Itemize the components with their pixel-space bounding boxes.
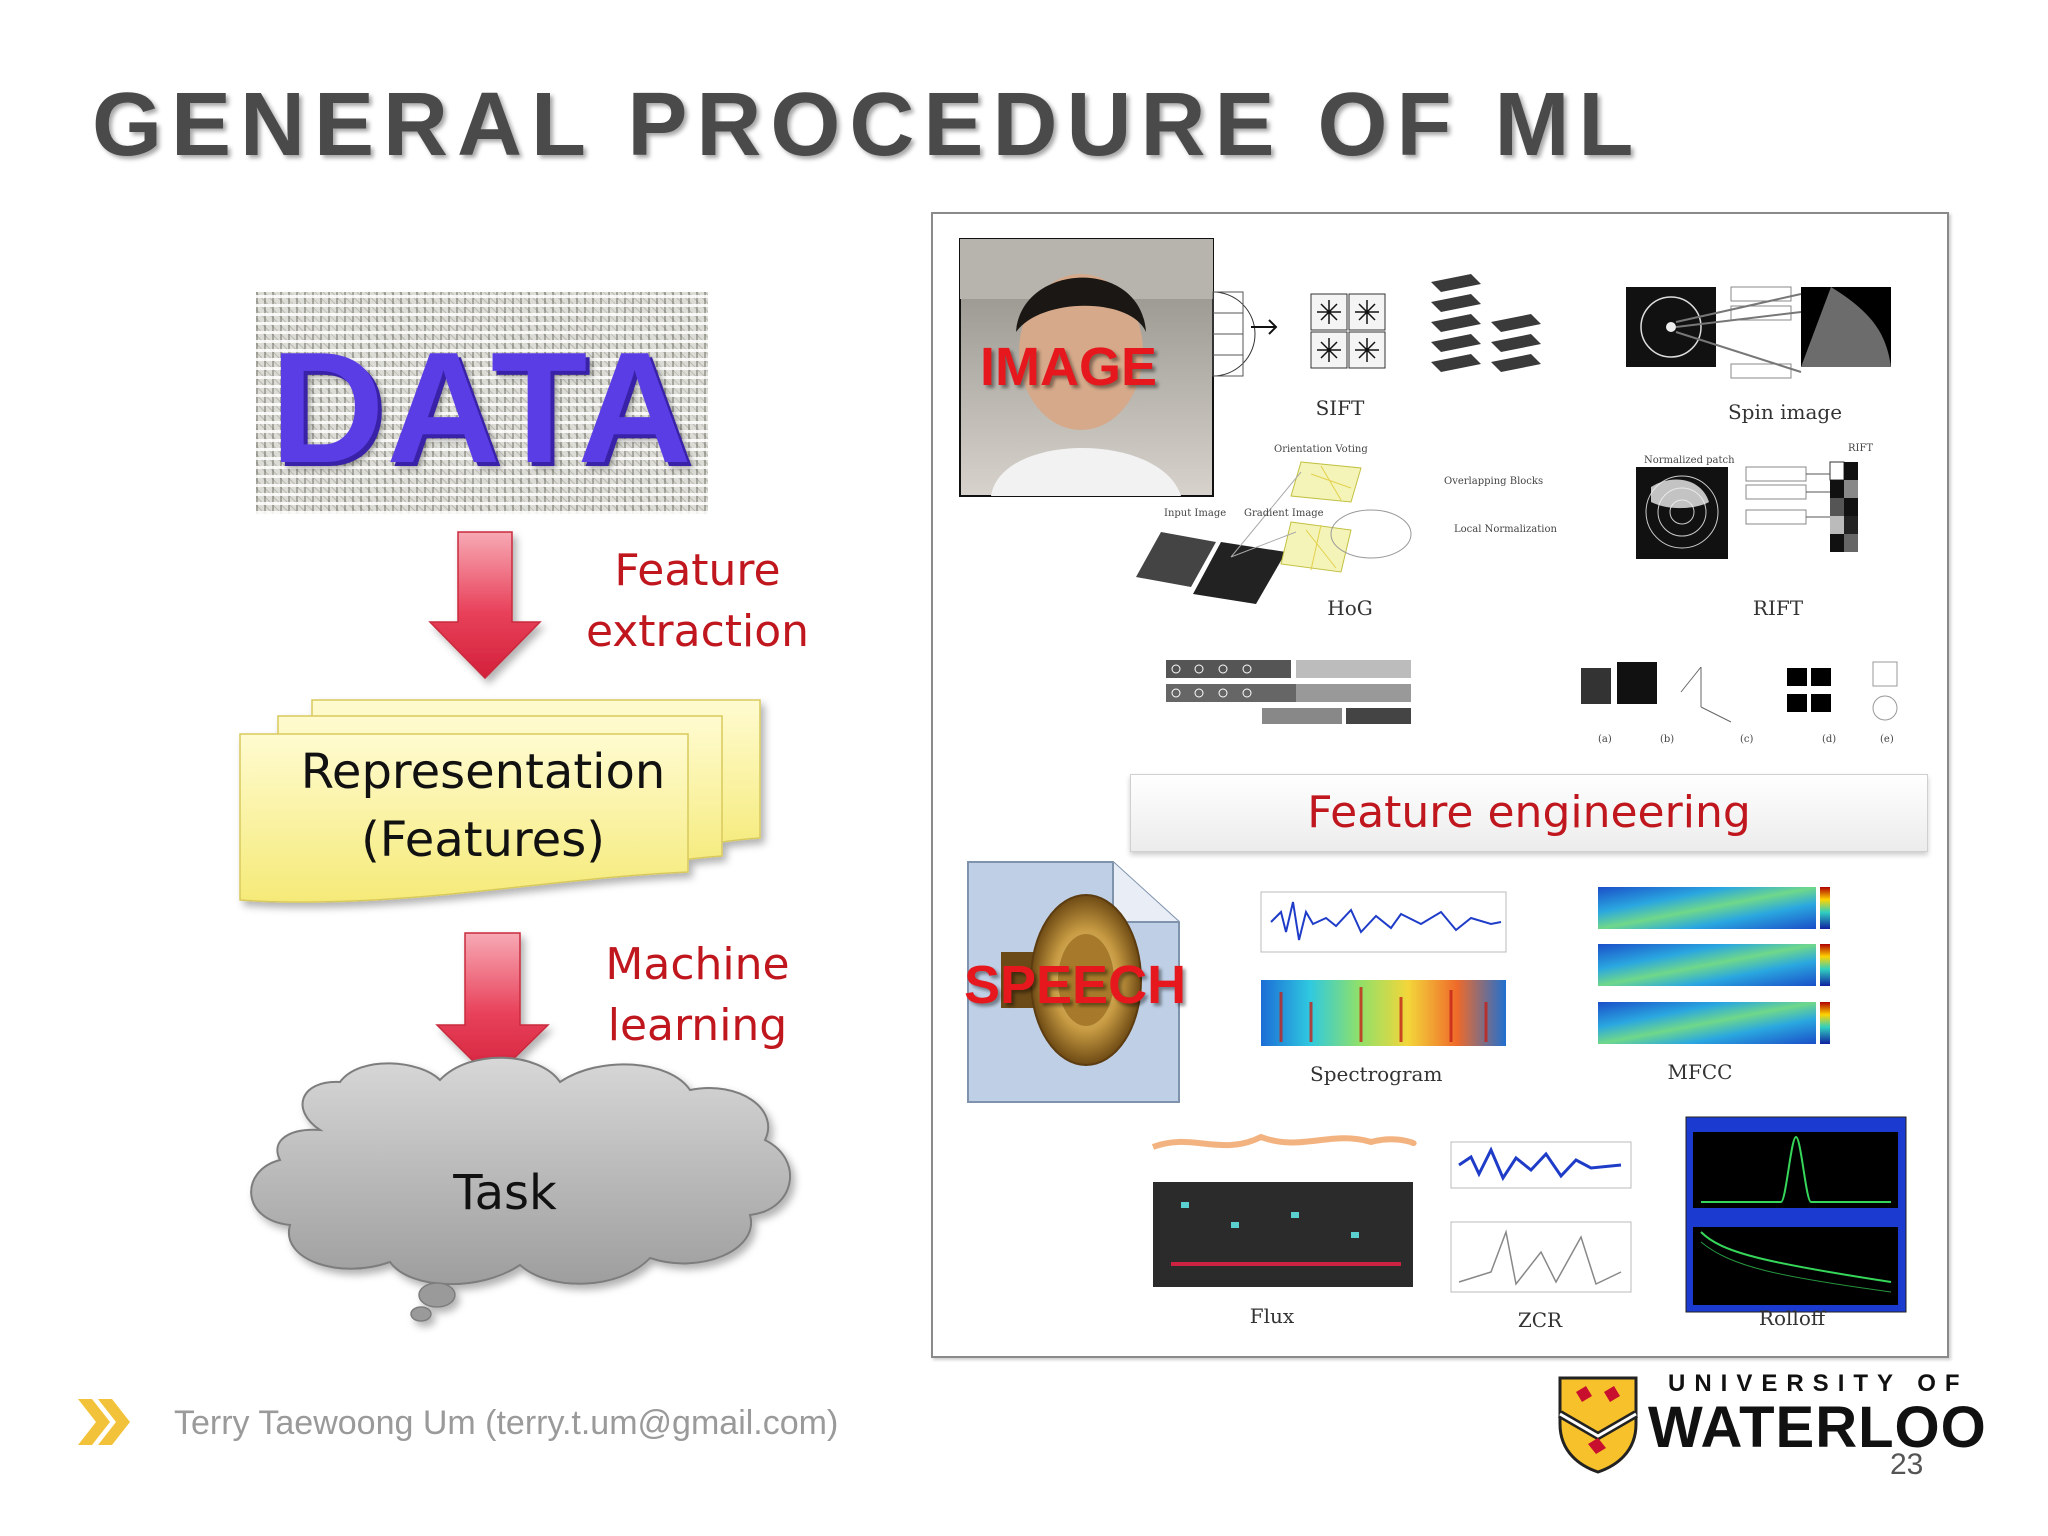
down-arrow-icon [435,932,550,1082]
rift-figure [1636,461,1858,559]
caption-rolloff: Rolloff [1758,1306,1826,1330]
caption-rift: RIFT [1752,596,1804,620]
task-label: Task [453,1165,557,1221]
subfig-b: (b) [1660,734,1675,745]
caption-spin-image: Spin image [1727,400,1843,424]
representation-label: Representation (Features) [250,738,716,874]
logo-waterloo: WATERLOO [1648,1395,1987,1460]
subfig-c: (c) [1740,734,1754,745]
caption-mfcc: MFCC [1667,1060,1733,1084]
down-arrow-icon [428,531,542,680]
feature-engineering-banner: Feature engineering [1130,774,1928,852]
step1-line2: extraction [585,606,810,657]
slide-title: GENERAL PROCEDURE OF ML [92,75,1643,175]
image-label: IMAGE [980,337,1158,397]
machine-learning-label: Machine learning [570,934,825,1056]
filter-bank-figure [1166,660,1411,724]
representation-stack [239,699,761,903]
representation-line1: Representation [300,744,666,800]
step2-line1: Machine [605,939,790,990]
zcr-figure [1450,1141,1632,1293]
subfig-d: (d) [1822,734,1837,745]
logo-university-of: UNIVERSITY OF [1668,1370,1969,1397]
author-credit: Terry Taewoong Um (terry.t.um@gmail.com) [174,1404,839,1442]
chevron-right-icon [78,1399,130,1445]
rift-normalized-patch-label: Normalized patch [1644,455,1735,466]
step1-line1: Feature [614,545,781,596]
shape-context-figure [1581,661,1898,723]
hog-orientation-label: Orientation Voting [1274,444,1368,455]
rolloff-figure [1685,1116,1907,1313]
data-word: DATA [270,320,694,496]
sift-figure [1212,274,1541,377]
spin-image-figure [1626,286,1891,379]
subfig-a: (a) [1598,734,1612,745]
rift-title-label: RIFT [1848,443,1874,454]
speaker-file-icon [967,861,1180,1103]
hog-overlap-label: Overlapping Blocks [1444,476,1544,487]
feature-engineering-text: Feature engineering [1307,787,1751,838]
step2-line2: learning [607,1000,788,1051]
hog-gradient-label: Gradient Image [1244,508,1324,519]
caption-zcr: ZCR [1517,1308,1563,1332]
task-cloud [250,1056,792,1322]
hog-figure [1136,461,1412,604]
caption-hog: HoG [1327,596,1373,620]
hog-local-label: Local Normalization [1454,524,1557,535]
caption-flux: Flux [1249,1304,1295,1328]
subfig-e: (e) [1880,734,1894,745]
data-image: DATA [256,292,708,514]
feature-extraction-label: Feature extraction [570,540,825,662]
caption-spectrogram: Spectrogram [1310,1062,1443,1086]
hog-input-label: Input Image [1164,508,1227,519]
waterloo-crest-icon [1557,1376,1639,1474]
caption-sift: SIFT [1315,396,1365,420]
panel-figures [959,238,1907,1313]
representation-line2: (Features) [361,812,605,868]
speech-label: SPEECH [964,955,1187,1015]
page-number: 23 [1890,1448,1924,1481]
waveform-figure [1260,891,1507,1046]
mfcc-figure [1598,887,1830,1044]
flux-figure [1151,1133,1417,1287]
